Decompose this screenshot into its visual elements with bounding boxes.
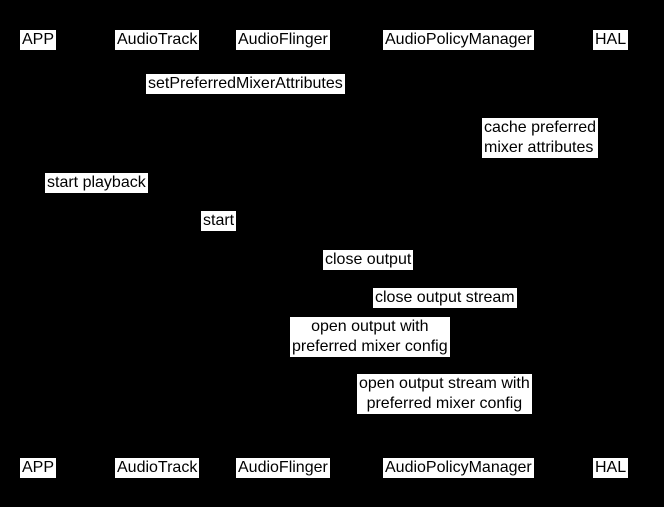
participant-app-top: APP (20, 30, 57, 50)
message-cache-preferred-mixer-attributes: cache preferred mixer attributes (482, 118, 599, 158)
message-line: preferred mixer config (292, 338, 448, 355)
message-close-output: close output (323, 250, 414, 270)
participant-hal-top: HAL (593, 30, 629, 50)
participant-audioflinger-top: AudioFlinger (236, 30, 330, 50)
participant-audiotrack-bottom: AudioTrack (115, 458, 200, 478)
participant-hal-bottom: HAL (593, 458, 629, 478)
message-set-preferred-mixer-attributes: setPreferredMixerAttributes (146, 74, 345, 94)
message-line: open output with (311, 318, 429, 335)
message-close-output-stream: close output stream (373, 288, 517, 308)
participant-audiopolicymanager-top: AudioPolicyManager (383, 30, 534, 50)
message-start: start (201, 211, 237, 231)
participant-audiopolicymanager-bottom: AudioPolicyManager (383, 458, 534, 478)
message-line: cache preferred (484, 119, 597, 136)
participant-app-bottom: APP (20, 458, 57, 478)
message-line: mixer attributes (484, 139, 594, 156)
message-start-playback: start playback (45, 173, 148, 193)
participant-audiotrack-top: AudioTrack (115, 30, 200, 50)
message-open-output-with-preferred-mixer-config: open output with preferred mixer config (290, 317, 450, 357)
message-open-output-stream-with-preferred-mixer-config: open output stream with preferred mixer … (357, 374, 532, 414)
participant-audioflinger-bottom: AudioFlinger (236, 458, 330, 478)
message-line: preferred mixer config (366, 395, 523, 412)
message-line: open output stream with (359, 375, 530, 392)
